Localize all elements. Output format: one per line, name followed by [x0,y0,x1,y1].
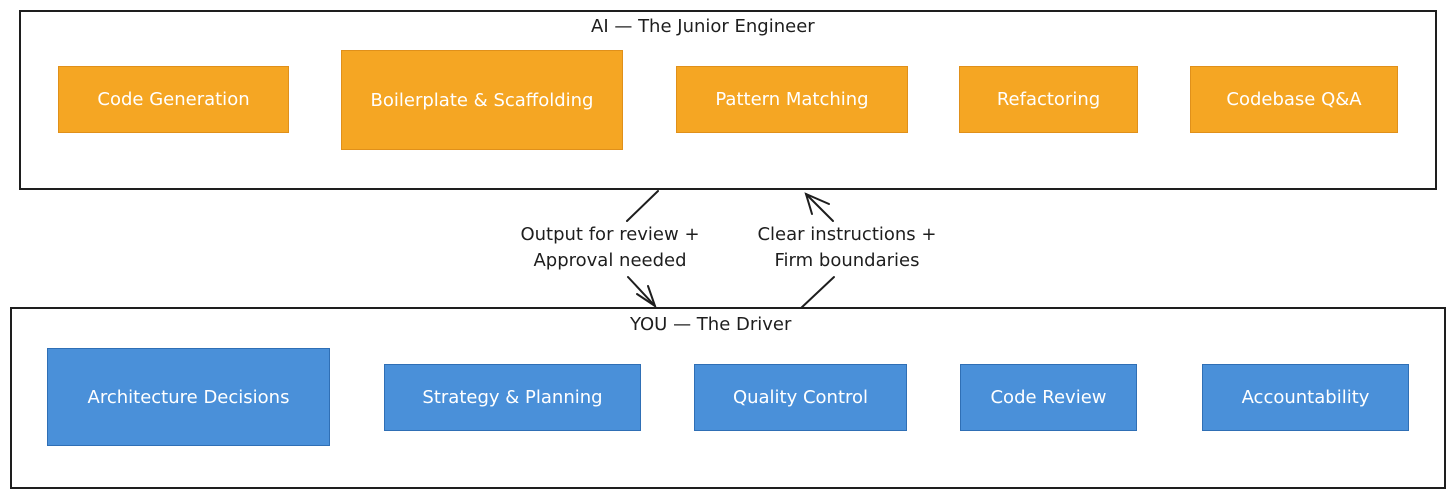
you-item-strategy-planning: Strategy & Planning [384,364,641,431]
down-arrow-lower-segment [627,276,656,307]
you-item-accountability: Accountability [1202,364,1409,431]
down-label-line2: Approval needed [533,250,687,271]
up-connection-label: Clear instructions + Firm boundaries [738,222,956,274]
ai-item-boilerplate-scaffolding: Boilerplate & Scaffolding [341,50,623,150]
down-arrow-upper-segment [626,190,659,222]
up-arrow-head [804,192,830,215]
you-item-architecture-decisions: Architecture Decisions [47,348,330,446]
you-item-code-review: Code Review [960,364,1137,431]
up-arrow-upper-segment [805,193,834,222]
down-arrow-head [636,285,657,309]
ai-item-codebase-qa: Codebase Q&A [1190,66,1398,133]
ai-section-title: AI — The Junior Engineer [591,16,815,37]
ai-item-refactoring: Refactoring [959,66,1138,133]
you-item-quality-control: Quality Control [694,364,907,431]
up-arrow-lower-segment [799,276,835,310]
up-label-line1: Clear instructions + [757,224,937,245]
you-section-title: YOU — The Driver [630,314,792,335]
down-connection-label: Output for review + Approval needed [500,222,720,274]
down-label-line1: Output for review + [520,224,700,245]
ai-item-code-generation: Code Generation [58,66,289,133]
up-label-line2: Firm boundaries [774,250,920,271]
ai-item-pattern-matching: Pattern Matching [676,66,908,133]
